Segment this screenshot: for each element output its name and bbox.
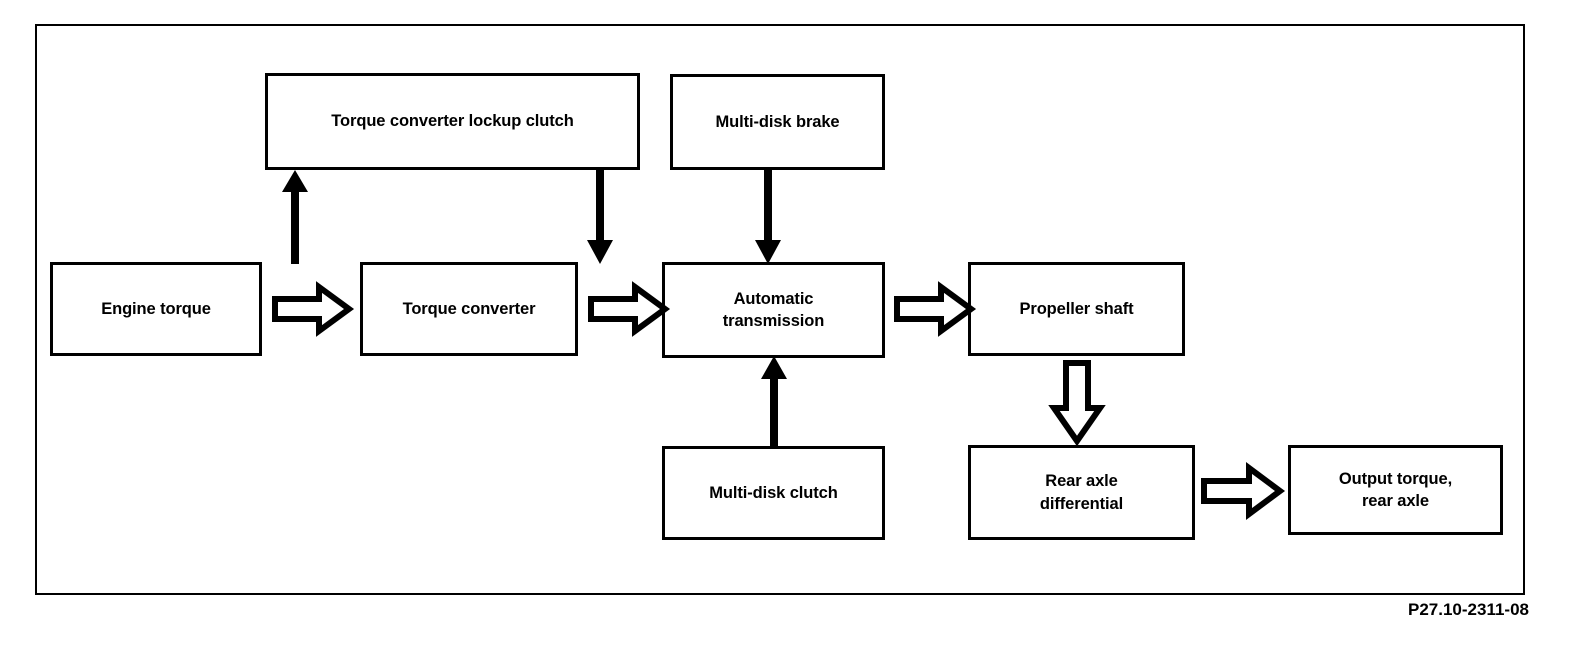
arrow-solid-down-lockup-clutch-to-converter (587, 168, 613, 264)
arrow-hollow-right-transmission-to-propeller (894, 281, 977, 337)
box-propeller-shaft: Propeller shaft (968, 262, 1185, 356)
diagram-caption: P27.10-2311-08 (1408, 600, 1529, 619)
box-label-engine-torque: Engine torque (101, 299, 211, 318)
box-label-multi-disk-brake: Multi-disk brake (715, 112, 840, 131)
arrow-solid-up-clutch-to-transmission (761, 356, 787, 448)
arrow-hollow-right-engine-to-converter (272, 281, 355, 337)
box-label-torque-converter: Torque converter (402, 299, 536, 318)
box-multi-disk-clutch: Multi-disk clutch (662, 446, 885, 540)
arrow-solid-up-converter-to-lockup-clutch (282, 170, 308, 264)
box-multi-disk-brake: Multi-disk brake (670, 74, 885, 170)
box-automatic-transmission: Automatic transmission (662, 262, 885, 358)
box-label-output-torque-rear-axle: Output torque, rear axle (1338, 469, 1453, 510)
box-engine-torque: Engine torque (50, 262, 262, 356)
arrow-hollow-down-propeller-to-rear-axle (1048, 360, 1106, 447)
box-output-torque-rear-axle: Output torque, rear axle (1288, 445, 1503, 535)
box-torque-converter: Torque converter (360, 262, 578, 356)
box-label-automatic-transmission: Automatic transmission (722, 289, 825, 330)
box-label-multi-disk-clutch: Multi-disk clutch (709, 483, 838, 502)
arrow-solid-down-brake-to-transmission (755, 168, 781, 264)
arrow-hollow-right-converter-to-transmission (588, 281, 671, 337)
arrow-hollow-right-rear-axle-to-output (1201, 462, 1286, 520)
box-torque-converter-lockup-clutch: Torque converter lockup clutch (265, 73, 640, 170)
box-label-torque-converter-lockup-clutch: Torque converter lockup clutch (331, 112, 574, 131)
box-rear-axle-differential: Rear axle differential (968, 445, 1195, 540)
box-label-rear-axle-differential: Rear axle differential (1039, 472, 1124, 513)
box-label-propeller-shaft: Propeller shaft (1019, 299, 1134, 318)
